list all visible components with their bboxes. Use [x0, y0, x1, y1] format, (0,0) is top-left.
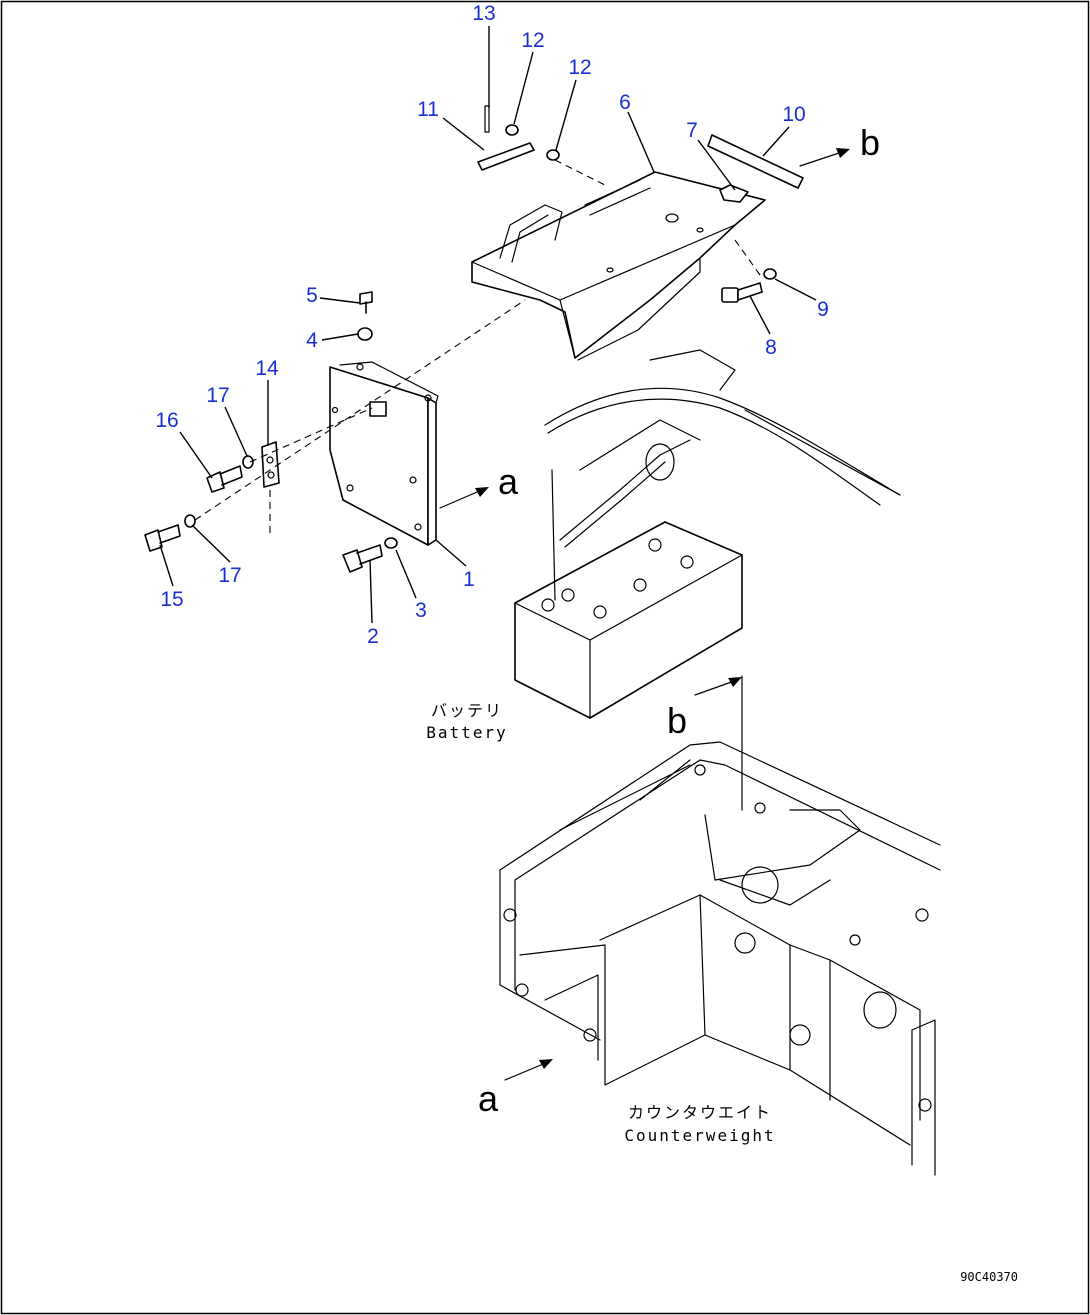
callout-5: 5: [306, 284, 318, 307]
view-arrow-b-bottom: [694, 675, 743, 811]
side-panel-part: [329, 361, 439, 546]
pin-part: [484, 105, 490, 133]
bolt-part: [342, 544, 383, 573]
callout-17: 17: [206, 384, 229, 407]
callout-6: 6: [619, 91, 631, 114]
counterweight-caption-en: Counterweight: [624, 1126, 775, 1145]
bracket-part: [477, 142, 535, 171]
callout-10: 10: [782, 103, 805, 126]
view-letter-b: b: [860, 122, 880, 163]
callout-1: 1: [463, 568, 475, 591]
plate-part: [707, 134, 804, 189]
battery-cable-part: [544, 349, 901, 601]
nut-part: [505, 124, 519, 136]
bracket-part: [261, 441, 280, 488]
counterweight-caption-ja: カウンタウエイト: [628, 1103, 772, 1122]
view-arrow-b-top: [799, 148, 850, 167]
bolt-part: [721, 282, 763, 303]
callout-12: 12: [568, 56, 591, 79]
bolt-part: [144, 524, 181, 552]
view-letter-a: a: [478, 1078, 499, 1119]
washer-part: [184, 514, 196, 528]
battery-cover-part: [471, 171, 766, 361]
callout-13: 13: [472, 2, 495, 25]
callout-8: 8: [765, 336, 777, 359]
leader-lines: [159, 26, 817, 624]
bolt-part: [359, 291, 373, 314]
callout-3: 3: [415, 599, 427, 622]
assembly-lines: [194, 159, 761, 535]
battery-caption-ja: バッテリ: [431, 701, 503, 720]
view-arrow-a-top: [439, 487, 489, 509]
callout-11: 11: [417, 98, 439, 121]
part-number-labels: 13 12 12 11 6 7 10 5 4 9 8 14 17 16 1 17…: [155, 2, 829, 648]
view-arrow-a-bottom: [504, 1059, 553, 1081]
washer-part: [242, 455, 254, 469]
bolt-part: [206, 465, 243, 493]
nut-part: [546, 149, 560, 161]
battery-caption-en: Battery: [426, 723, 507, 742]
callout-2: 2: [367, 625, 379, 648]
counterweight-part: [499, 741, 941, 1176]
callout-15: 15: [160, 588, 183, 611]
drawing-number: 90C40370: [960, 1270, 1018, 1284]
battery-part: [514, 521, 743, 719]
view-letter-a: a: [498, 461, 519, 502]
callout-7: 7: [686, 119, 698, 142]
washer-part: [763, 268, 777, 280]
callout-14: 14: [255, 357, 279, 380]
nut-part: [357, 327, 373, 341]
view-letter-b: b: [667, 700, 687, 741]
washer-part: [384, 537, 398, 549]
callout-4: 4: [306, 329, 318, 352]
callout-16: 16: [155, 409, 178, 432]
callout-9: 9: [817, 298, 829, 321]
callout-12: 12: [521, 29, 544, 52]
callout-17: 17: [218, 564, 241, 587]
